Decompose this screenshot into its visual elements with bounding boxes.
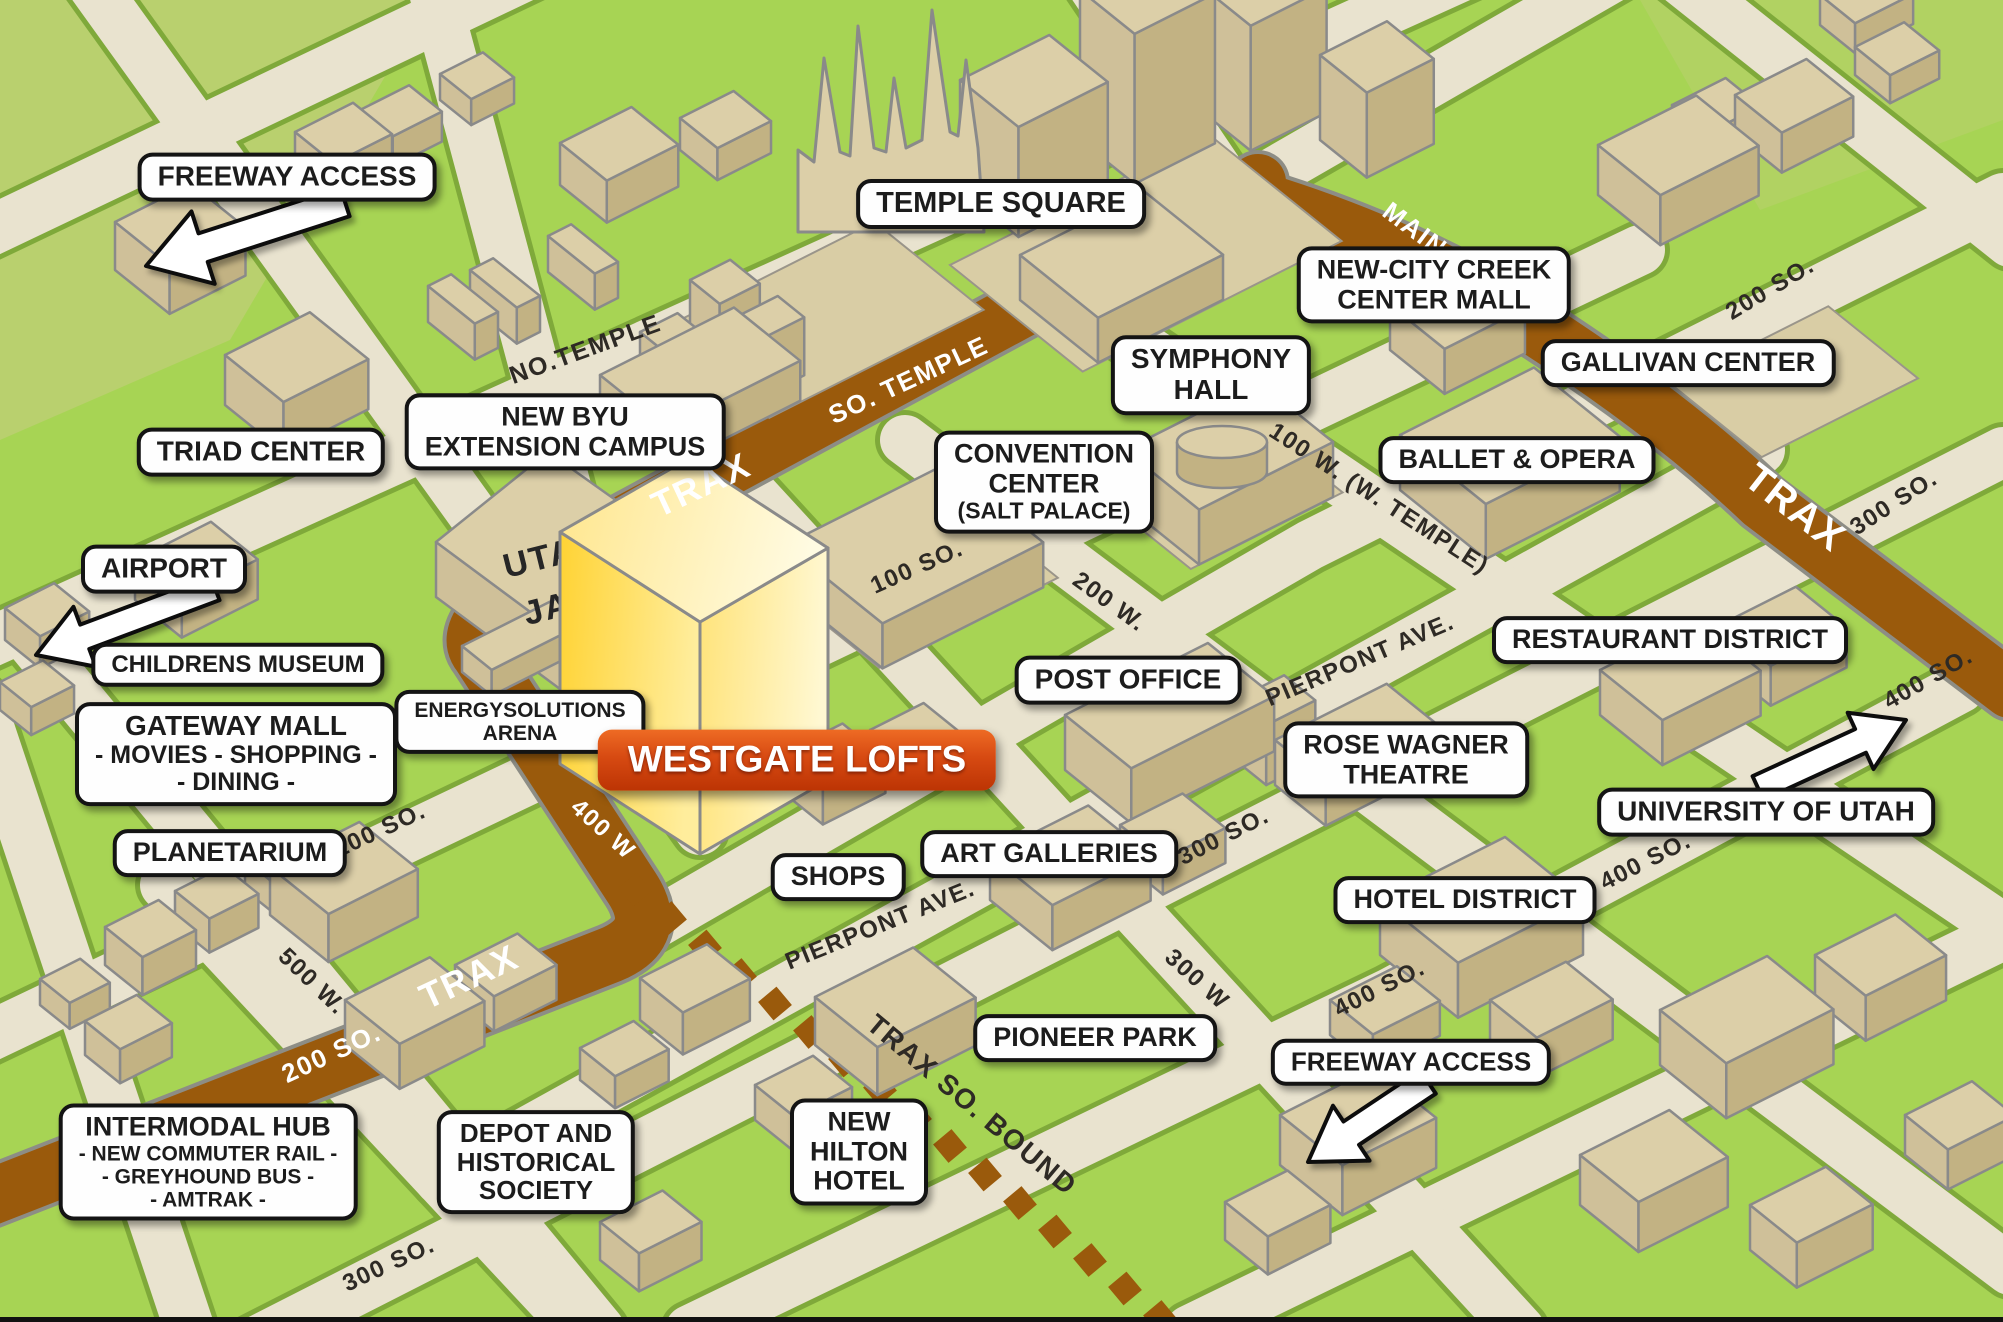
trax-dash	[1108, 1271, 1142, 1306]
airport-arrow	[34, 573, 222, 669]
map-label-gateway-mall: GATEWAY MALL- MOVIES - SHOPPING -- DININ…	[75, 702, 397, 806]
map-label-line: - AMTRAK -	[150, 1188, 266, 1212]
map-label-intermodal-hub: INTERMODAL HUB- NEW COMMUTER RAIL -- GRE…	[58, 1103, 358, 1221]
freeway-arrow-topleft	[144, 185, 352, 286]
arrows	[34, 185, 1908, 1164]
map-label-line: GALLIVAN CENTER	[1560, 347, 1816, 378]
map-label-gallivan-center: GALLIVAN CENTER	[1540, 339, 1836, 387]
map-bottom-edge	[0, 1317, 2003, 1322]
map-label-line: TEMPLE SQUARE	[876, 187, 1126, 220]
map-label-art-galleries: ART GALLERIES	[920, 830, 1178, 878]
map-label-line: CENTER MALL	[1337, 284, 1531, 314]
map-label-line: NEW	[827, 1106, 891, 1137]
map-label-line: SOCIETY	[478, 1175, 594, 1206]
map-label-line: TRIAD CENTER	[156, 435, 366, 467]
map-label-line: ROSE WAGNER	[1303, 729, 1509, 760]
trax-dash	[1073, 1243, 1107, 1277]
map-label-line: FREEWAY ACCESS	[157, 160, 417, 192]
map-label-westgate-lofts: WESTGATE LOFTS	[597, 729, 997, 791]
map-label-line: POST OFFICE	[1034, 663, 1222, 695]
map-label-airport: AIRPORT	[81, 544, 247, 594]
map-label-line: WESTGATE LOFTS	[627, 738, 967, 780]
map-label-line: AIRPORT	[101, 552, 227, 584]
map-label-ballet-opera: BALLET & OPERA	[1378, 436, 1656, 484]
map-label-line: (SALT PALACE)	[957, 498, 1131, 525]
trax-dash	[618, 872, 652, 907]
map-label-temple-square: TEMPLE SQUARE	[856, 179, 1146, 229]
map-label-line: SHOPS	[790, 861, 886, 892]
map-label-line: ART GALLERIES	[940, 838, 1158, 869]
map-label-planetarium: PLANETARIUM	[112, 829, 348, 877]
map-label-university-of-utah: UNIVERSITY OF UTAH	[1597, 787, 1935, 837]
map-label-post-office: POST OFFICE	[1014, 655, 1242, 705]
map-label-childrens-museum: CHILDRENS MUSEUM	[91, 642, 385, 688]
map-label-line: DEPOT AND	[459, 1118, 613, 1149]
map-label-line: FREEWAY ACCESS	[1290, 1046, 1532, 1077]
map-label-line: INTERMODAL HUB	[85, 1111, 331, 1142]
map-label-line: HOTEL DISTRICT	[1353, 884, 1577, 915]
map-label-line: HOTEL	[813, 1165, 905, 1196]
map-label-freeway-access-br: FREEWAY ACCESS	[1270, 1038, 1552, 1086]
map-label-line: SYMPHONY	[1130, 343, 1292, 375]
map-label-line: GATEWAY MALL	[125, 710, 347, 742]
map-label-line: EXTENSION CAMPUS	[424, 431, 706, 461]
map-label-line: - NEW COMMUTER RAIL -	[78, 1142, 338, 1166]
symphony-cylinder	[1175, 424, 1269, 490]
trax-dash	[1038, 1214, 1072, 1249]
map-label-line: ENERGYSOLUTIONS	[414, 698, 626, 722]
map-label-line: HISTORICAL	[456, 1146, 616, 1177]
map-label-line: BALLET & OPERA	[1398, 444, 1636, 475]
map-label-restaurant-district: RESTAURANT DISTRICT	[1492, 616, 1848, 664]
map-label-line: HILTON	[810, 1136, 908, 1167]
map-label-freeway-access-tl: FREEWAY ACCESS	[137, 152, 437, 202]
map-label-line: PLANETARIUM	[132, 837, 328, 868]
map-label-line: PIONEER PARK	[993, 1022, 1197, 1053]
trax-dash	[653, 901, 687, 935]
map-label-line: THEATRE	[1343, 759, 1469, 789]
map-label-line: RESTAURANT DISTRICT	[1512, 624, 1828, 655]
map-label-line: CHILDRENS MUSEUM	[111, 650, 365, 678]
map-label-triad-center: TRIAD CENTER	[136, 427, 386, 477]
map-label-line: HALL	[1173, 374, 1249, 405]
map-label-line: CONVENTION	[953, 438, 1135, 469]
trax-dash	[933, 1129, 967, 1163]
trax-dash	[758, 986, 792, 1021]
map-label-line: NEW-CITY CREEK	[1316, 254, 1552, 285]
freeway-arrow-bottomright	[1306, 1068, 1438, 1164]
map-label-line: CENTER	[988, 468, 1100, 499]
map-label-shops: SHOPS	[770, 853, 906, 901]
trax-dash	[968, 1157, 1002, 1192]
map-label-pioneer-park: PIONEER PARK	[973, 1014, 1217, 1062]
map-label-line: NEW BYU	[501, 401, 629, 432]
map-label-line: UNIVERSITY OF UTAH	[1617, 795, 1915, 827]
map-label-hotel-district: HOTEL DISTRICT	[1333, 876, 1597, 924]
temple-building	[796, 8, 986, 234]
trax-dash	[1003, 1186, 1037, 1220]
map-label-line: - MOVIES - SHOPPING -	[95, 740, 377, 769]
map-label-line: - DINING -	[176, 768, 296, 797]
trax-dash	[583, 844, 617, 878]
university-arrow	[1750, 710, 1908, 802]
map-label-line: ARENA	[482, 722, 558, 745]
map-label-line: - GREYHOUND BUS -	[101, 1165, 315, 1189]
